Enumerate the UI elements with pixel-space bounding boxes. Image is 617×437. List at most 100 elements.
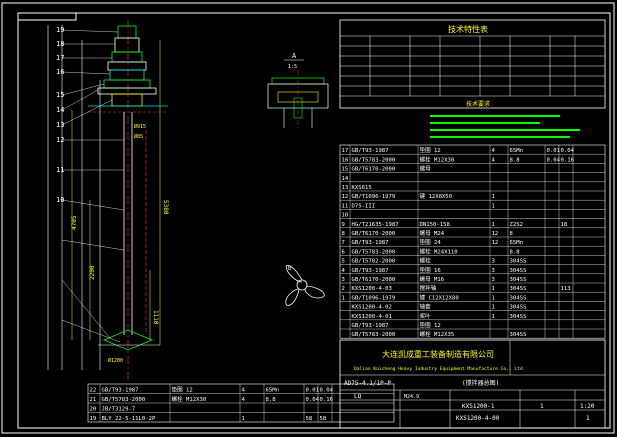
parts-list-cell-std: GB/T5783-2000 <box>352 332 396 338</box>
parts-list-cell-qty: 3 <box>492 268 495 274</box>
drawing-sub-mid: M24.9 <box>404 394 419 400</box>
bottom-list-cell-w1: 0.04 <box>306 397 320 403</box>
parts-list-cell-std: GB/T6170-2000 <box>352 277 396 283</box>
parts-list-cell-no: 4 <box>342 268 346 274</box>
parts-list-cell-mat: 8 <box>510 231 514 237</box>
parts-list-cell-no: 3 <box>342 277 345 283</box>
parts-list-cell-std: KXS1200-4-03 <box>352 286 392 292</box>
bottom-list-cell-std: BLY 22-5-11L0-2P <box>102 416 157 422</box>
parts-list-cell-w2: 0.16 <box>561 157 574 163</box>
propeller-view: B <box>285 264 325 306</box>
dim-d85: Ø85 <box>134 133 143 140</box>
parts-list-cell-name: 螺母 <box>420 165 432 173</box>
parts-list-cell-name: 轴套 <box>420 303 432 311</box>
company-name-cn: 大连凯成重工装备制造有限公司 <box>382 349 494 359</box>
parts-list-cell-w1: 0.01 <box>547 148 560 154</box>
parts-list-cell-qty: 1 <box>492 295 495 301</box>
dim-1110: 1110 <box>152 310 159 325</box>
sheet-number: 1 <box>540 403 544 410</box>
parts-list-cell-no: 13 <box>342 185 349 191</box>
drawing-scale: 1:20 <box>580 403 595 410</box>
parts-list-cell-qty: 12 <box>492 231 499 237</box>
parts-list-cell-mat: 304SS <box>510 259 527 265</box>
inner-frame <box>17 12 611 429</box>
parts-list-cell-std: GB/T93-1987 <box>352 268 389 274</box>
parts-list-cell-no: 14 <box>342 176 349 182</box>
parts-list-cell-std: GB/T6170-2000 <box>352 167 396 173</box>
drawing-name: (搅拌器总图) <box>462 379 499 387</box>
parts-list-cell-std: GB/T93-1987 <box>352 240 389 246</box>
parts-list-cell-std: HG/T21635-1987 <box>352 222 399 228</box>
parts-list-cell-name: 键 C12X12X80 <box>420 293 459 301</box>
parts-list-cell-name: 螺母 M24 <box>420 229 445 237</box>
balloon-12: 12 <box>56 136 64 144</box>
bottom-list-cell-no: 19 <box>90 416 97 422</box>
parts-list-cell-mat: 304SS <box>510 295 527 301</box>
parts-list-cell-name: 桨叶 <box>420 312 432 320</box>
parts-list-cell-mat: 304SS <box>510 268 527 274</box>
bottom-list-cell-qty: 4 <box>242 397 246 403</box>
parts-list-cell-mat: 304SS <box>510 277 527 283</box>
parts-list-cell-w2: 0.04 <box>561 148 575 154</box>
bottom-list-cell-qty: 4 <box>242 388 246 394</box>
balloon-13: 13 <box>56 121 64 129</box>
sheet-total: 1 <box>586 415 590 422</box>
parts-list-cell-name: 螺母 M16 <box>420 275 445 283</box>
bottom-list-cell-no: 22 <box>90 388 97 394</box>
bottom-list-cell-mat: 65Mn <box>266 388 279 394</box>
parts-list-cell-no: 16 <box>342 157 349 163</box>
bottom-list-cell-name: 螺栓 M12X30 <box>172 395 207 403</box>
bottom-list-cell-std: GB/T5783-2000 <box>102 397 146 403</box>
parts-list-cell-qty: 12 <box>492 240 499 246</box>
parts-list-cell-name: 螺栓 <box>420 257 432 265</box>
balloon-15: 15 <box>56 91 64 99</box>
section-scale: 1:5 <box>288 64 297 70</box>
bottom-list-cell-w1: 58 <box>306 416 313 422</box>
parts-list-cell-std: GB/T6170-2000 <box>352 231 396 237</box>
dim-d915: Ø915 <box>134 123 146 130</box>
balloon-17: 17 <box>56 54 64 62</box>
drawing-sub-left: LQ <box>354 393 362 400</box>
parts-list-cell-std: KXS615 <box>352 185 372 191</box>
parts-list-cell-qty: 1 <box>492 286 495 292</box>
parts-list-cell-std: KXS1200-4-01 <box>352 314 392 320</box>
dim-5380: 5380 <box>162 200 169 215</box>
spec-table: 技术特性表 技术要求 <box>339 19 606 138</box>
parts-list-cell-mat: 304SS <box>510 286 527 292</box>
parts-list-cell-qty: 3 <box>492 259 495 265</box>
drawing-code-1: KXS1200-1 <box>462 403 495 410</box>
main-view <box>47 20 168 380</box>
parts-list-cell-name: 垫圈 12 <box>420 146 441 154</box>
parts-list-cell-no: 11 <box>342 203 349 209</box>
parts-list-cell-name: 螺栓 M12X35 <box>420 330 455 338</box>
parts-list-cell-qty: 1 <box>492 305 495 311</box>
parts-list-cell-no: 9 <box>342 222 345 228</box>
parts-list-cell-mat: Z2S2 <box>510 222 523 228</box>
parts-list-cell-qty: 1 <box>492 222 495 228</box>
balloon-19: 19 <box>56 26 64 34</box>
top-left-strip <box>17 12 77 21</box>
section-label: A <box>292 52 297 60</box>
parts-list-cell-no: 17 <box>342 148 349 154</box>
parts-list-cell-name: 螺栓 M12X30 <box>420 155 455 163</box>
parts-list-cell-mat: 65Mn <box>510 148 523 154</box>
drawing-number: AD75-4.1/1P-P <box>344 380 391 387</box>
parts-list-cell-name: 垫圈 16 <box>420 266 441 274</box>
balloon-14: 14 <box>56 106 64 114</box>
parts-list-cell-name: 垫圈 24 <box>420 238 442 246</box>
parts-list-cell-std: GB/T93-1987 <box>352 148 389 154</box>
parts-list-cell-name: 键 12X8X50 <box>420 192 453 200</box>
dim-2200: 2200 <box>89 265 96 280</box>
parts-list-cell-name: 螺栓 M24X110 <box>420 247 458 255</box>
parts-list-cell-no: 5 <box>342 259 345 265</box>
parts-list-cell-no: 7 <box>342 240 345 246</box>
parts-list-cell-std: GB/T5782-2000 <box>352 259 396 265</box>
parts-list-cell-no: 12 <box>342 194 349 200</box>
bottom-list-cell-w2: 0.04 <box>320 388 334 394</box>
parts-list-cell-no: 15 <box>342 167 349 173</box>
parts-list-cell-no: 8 <box>342 231 346 237</box>
bottom-list-cell-no: 21 <box>90 397 97 403</box>
dim-4705: 4705 <box>71 215 78 230</box>
balloon-18: 18 <box>56 40 64 48</box>
